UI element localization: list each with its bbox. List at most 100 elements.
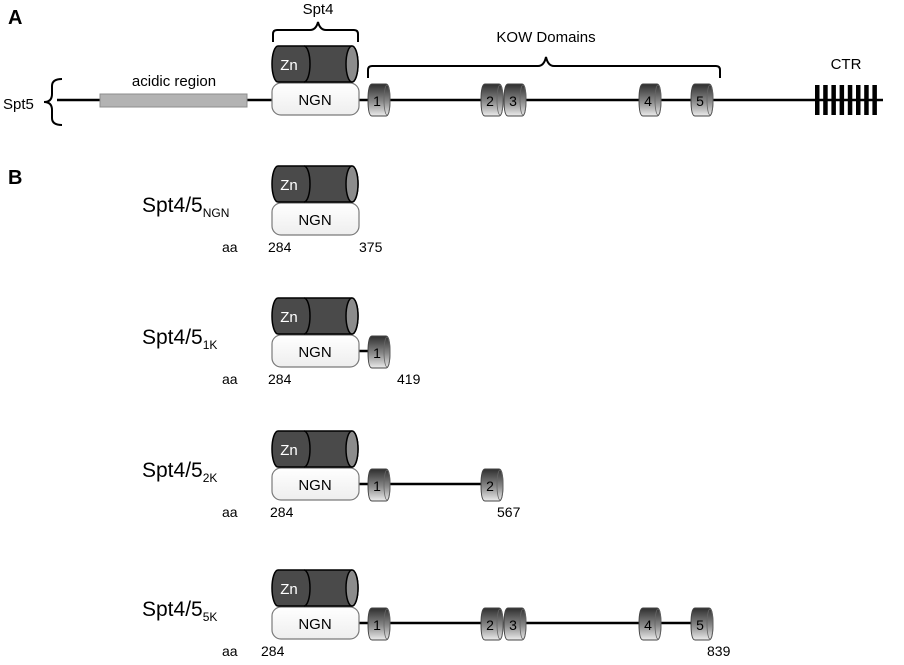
aa-start: 284 (270, 504, 294, 520)
construct-name-subscript: 2K (203, 471, 218, 485)
aa-label: aa (222, 643, 238, 659)
zn-divider (303, 45, 311, 83)
kow-domain-cap (706, 84, 714, 116)
zn-label: Zn (280, 309, 298, 326)
construct-name-main: Spt4/5 (142, 326, 203, 349)
spt5-label: Spt5 (3, 96, 34, 113)
zn-cylinder-cap (345, 165, 359, 203)
kow-domains-brace (367, 56, 721, 78)
kow-domain-number: 1 (373, 93, 381, 109)
kow-domain-number: 5 (696, 617, 704, 633)
aa-label: aa (222, 239, 238, 255)
ctr-repeat-bar (847, 85, 853, 115)
ctr-repeats (815, 85, 877, 115)
kow-domain-number: 2 (486, 93, 494, 109)
kow-domain-cap (496, 84, 504, 116)
aa-end: 375 (359, 239, 383, 255)
panel-label-b: B (8, 167, 22, 189)
kow-domain-number: 1 (373, 345, 381, 361)
construct-name-main: Spt4/5 (142, 459, 203, 482)
kow-domain: 1 (367, 607, 391, 641)
main-spt4-ngn-group: NGN Zn (271, 45, 360, 116)
kow-domain: 4 (638, 607, 662, 641)
spt4-label: Spt4 (303, 1, 334, 18)
ngn-label: NGN (298, 344, 331, 361)
ngn-domain-box (271, 334, 360, 368)
kow-domain-number: 4 (644, 617, 652, 633)
ngn-domain-box (271, 467, 360, 501)
zn-label: Zn (280, 57, 298, 74)
kow-domain-cap (383, 84, 391, 116)
construct-name: Spt4/52K (142, 459, 217, 485)
ctr-repeat-bar (831, 85, 836, 115)
kow-domain: 2 (480, 83, 504, 117)
ctr-repeat-bar (815, 85, 820, 115)
aa-end: 567 (497, 504, 521, 520)
zn-cylinder-cap (345, 430, 359, 468)
kow-domains-label: KOW Domains (496, 29, 595, 46)
kow-domain: 3 (503, 607, 527, 641)
construct-name-main: Spt4/5 (142, 194, 203, 217)
spt4-ngn-module: NGN Zn (271, 569, 360, 640)
ngn-label: NGN (298, 616, 331, 633)
spt4-ngn-module: NGN Zn (271, 297, 360, 368)
kow-domain-number: 1 (373, 617, 381, 633)
zn-label: Zn (280, 581, 298, 598)
zn-divider (303, 165, 311, 203)
zn-divider (303, 569, 311, 607)
kow-domain: 4 (638, 83, 662, 117)
zn-divider (303, 430, 311, 468)
kow-domain: 1 (367, 335, 391, 369)
spt4-ngn-module: NGN Zn (271, 430, 360, 501)
acidic-region-label: acidic region (132, 73, 216, 90)
kow-domain-number: 1 (373, 478, 381, 494)
spt5-brace (43, 78, 63, 126)
zn-label: Zn (280, 442, 298, 459)
kow-domain: 2 (480, 607, 504, 641)
construct-name-subscript: 1K (203, 338, 218, 352)
aa-start: 284 (261, 643, 285, 659)
kow-domain-cap (383, 469, 391, 501)
kow-domain-number: 2 (486, 478, 494, 494)
zn-cylinder-cap (345, 297, 359, 335)
kow-domain-cap (496, 469, 504, 501)
ctr-repeat-bar (856, 85, 861, 115)
construct-2k: NGN Zn 1 2 Spt4/52K aa 284 567 (142, 430, 521, 520)
zn-cylinder-cap (345, 45, 359, 83)
aa-label: aa (222, 371, 238, 387)
zn-label: Zn (280, 177, 298, 194)
construct-name-subscript: 5K (203, 610, 218, 624)
kow-domain-cap (519, 84, 527, 116)
spt4-brace (272, 21, 359, 42)
ctr-label: CTR (831, 56, 862, 73)
ngn-label: NGN (298, 92, 331, 109)
ngn-domain-box (271, 202, 360, 236)
construct-name: Spt4/55K (142, 598, 217, 624)
acidic-region-box (99, 93, 248, 108)
kow-domain-number: 5 (696, 93, 704, 109)
ngn-label: NGN (298, 477, 331, 494)
kow-domain-cap (654, 608, 662, 640)
construct-name: Spt4/51K (142, 326, 217, 352)
kow-domain-number: 4 (644, 93, 652, 109)
ngn-domain-box (271, 606, 360, 640)
aa-start: 284 (268, 239, 292, 255)
zn-cylinder-cap (345, 569, 359, 607)
aa-end: 419 (397, 371, 421, 387)
kow-domain-cap (706, 608, 714, 640)
panel-label-a: A (8, 7, 22, 29)
aa-label: aa (222, 504, 238, 520)
kow-domain-cap (654, 84, 662, 116)
construct-name: Spt4/5NGN (142, 194, 229, 220)
zn-divider (303, 297, 311, 335)
ctr-repeat-bar (839, 85, 845, 115)
kow-domain: 2 (480, 468, 504, 502)
construct-name-main: Spt4/5 (142, 598, 203, 621)
kow-domain: 3 (503, 83, 527, 117)
kow-domain-number: 3 (509, 617, 517, 633)
